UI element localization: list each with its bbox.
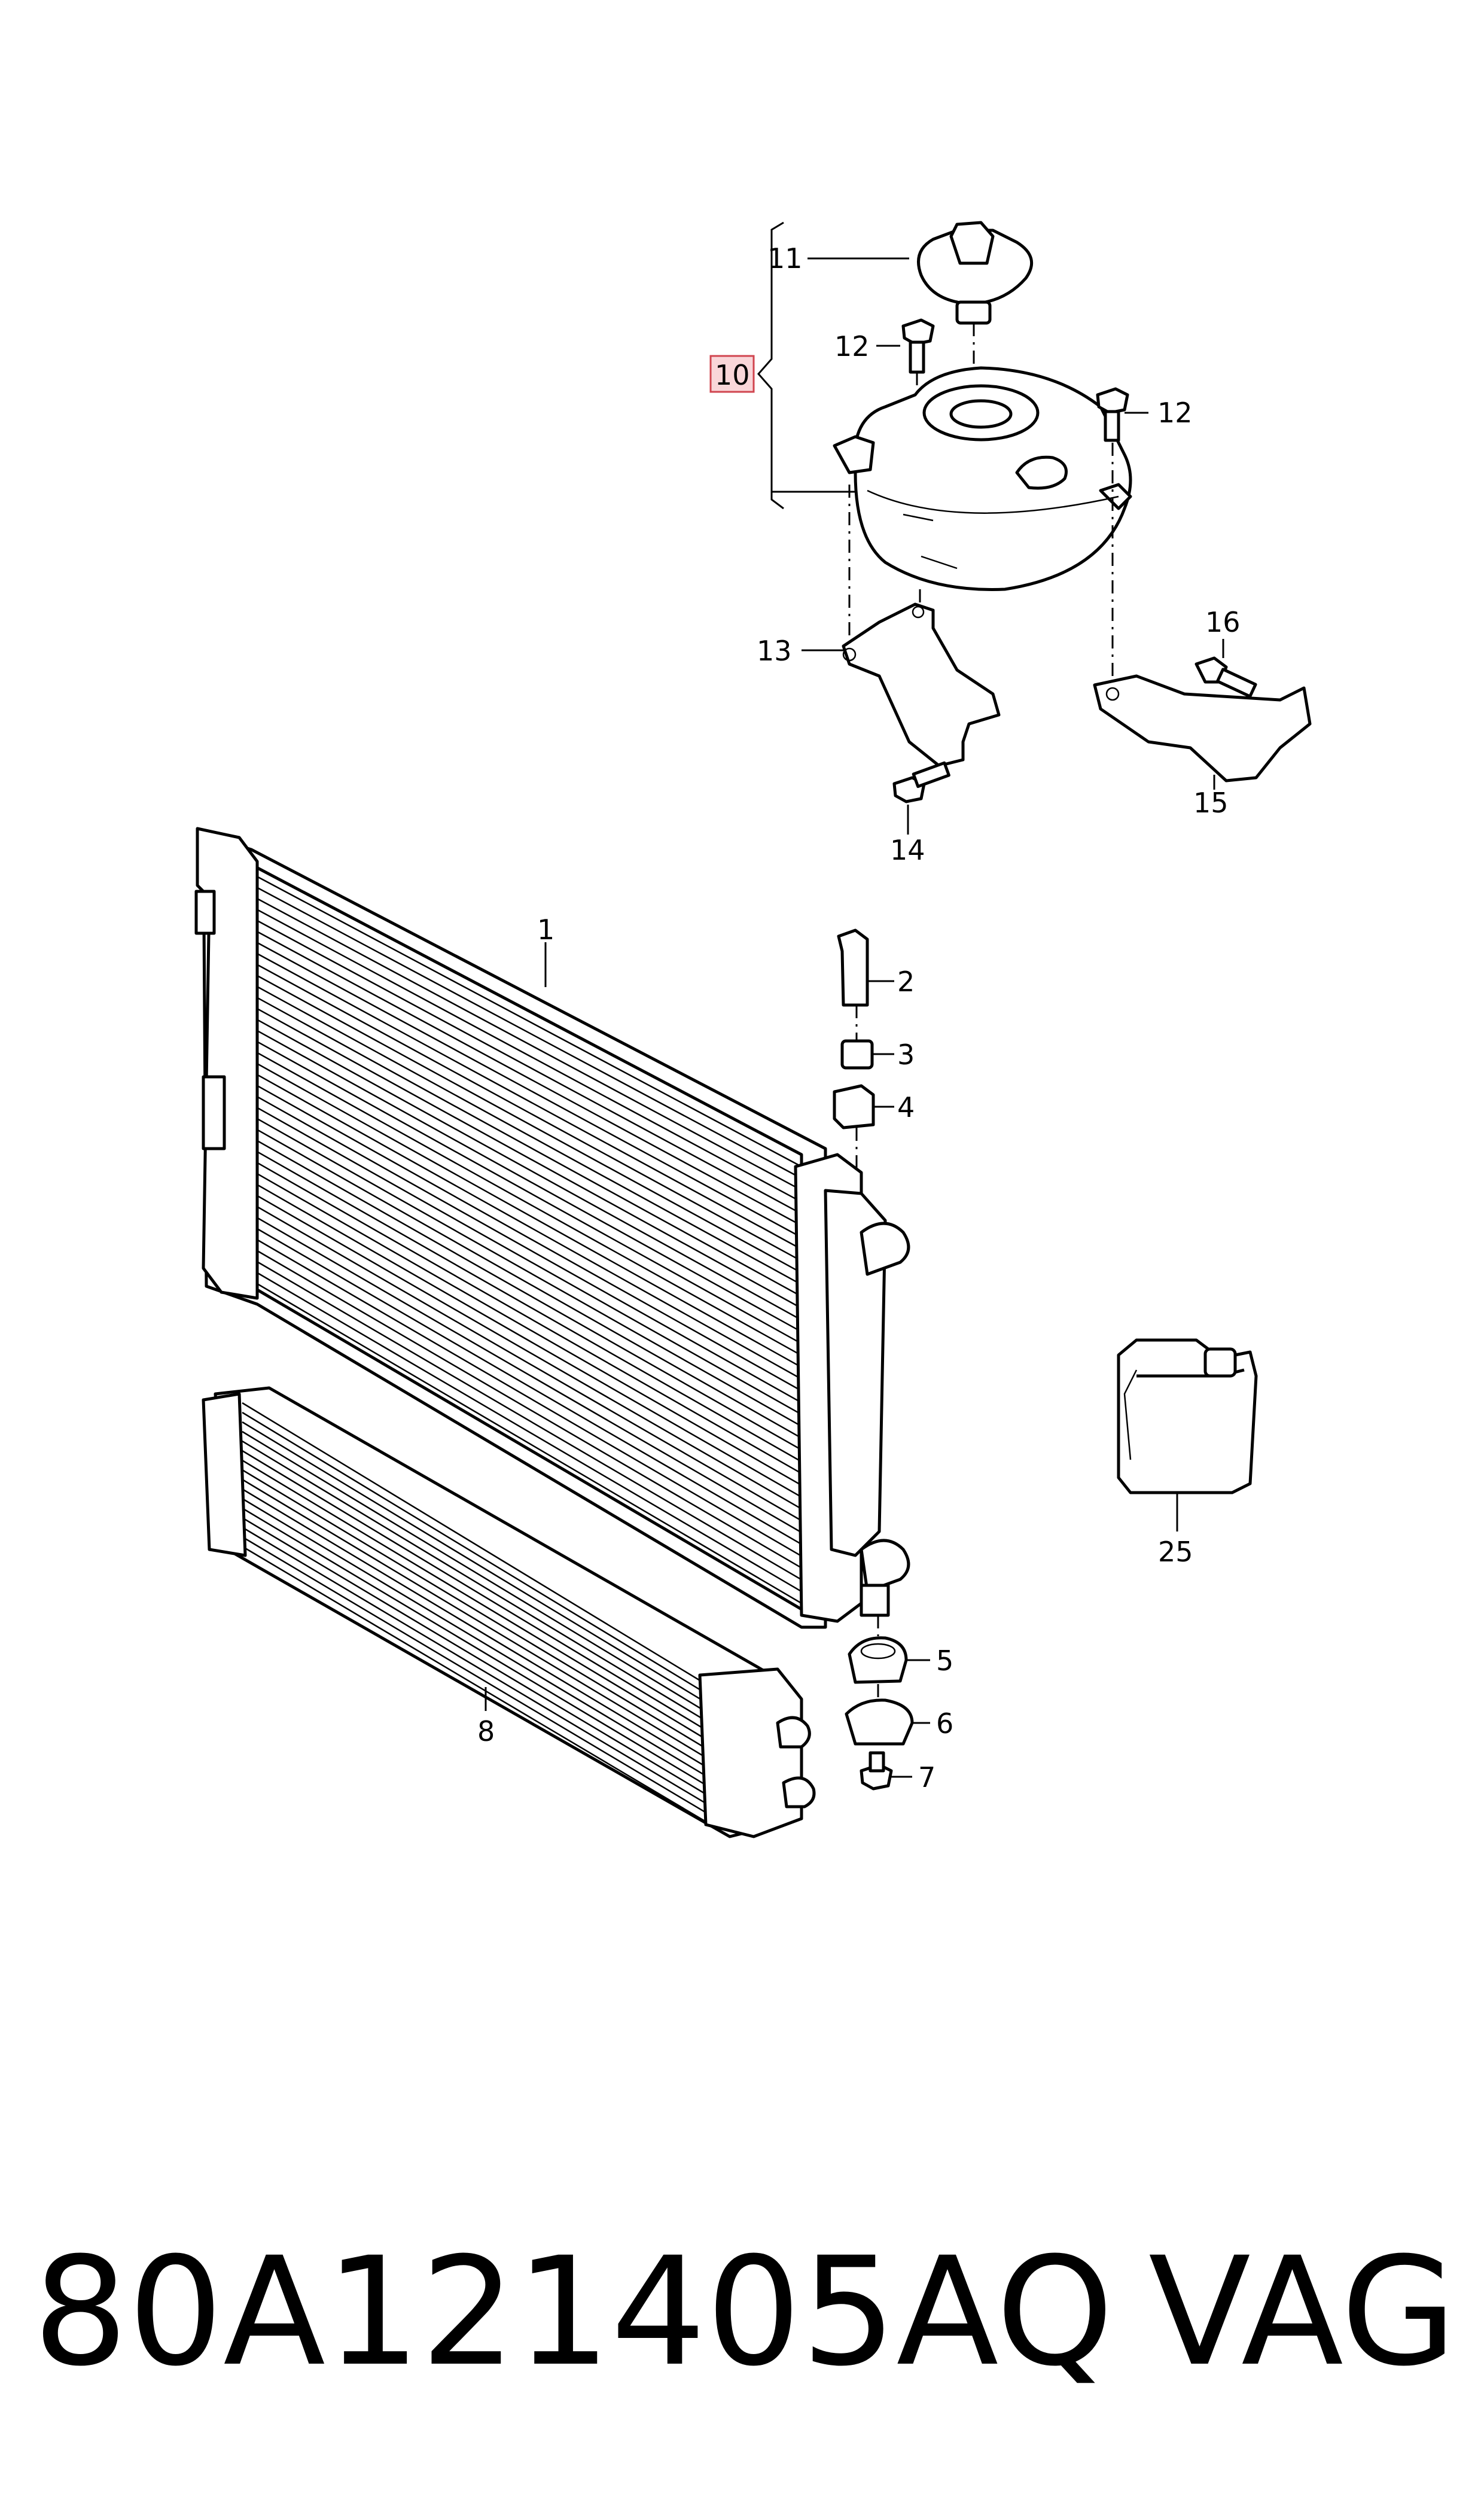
cooler-fin-line	[242, 1430, 706, 1713]
radiator-fin-line	[251, 1191, 802, 1510]
radiator-fin-line	[251, 1246, 802, 1569]
callout-4: 4	[897, 1091, 915, 1123]
radiator-fin-line	[251, 1092, 802, 1403]
brand-name: VAG	[1148, 2225, 1457, 2399]
radiator-fin-line	[251, 1235, 802, 1557]
bolt-12-left	[901, 318, 935, 374]
retainer-2	[837, 928, 869, 1007]
callout-3: 3	[897, 1039, 915, 1071]
radiator	[194, 827, 910, 1629]
radiator-fins	[251, 872, 802, 1604]
callout-5: 5	[936, 1645, 953, 1677]
callout-6: 6	[936, 1707, 953, 1740]
callout-8: 8	[477, 1715, 495, 1747]
radiator-fin-line	[251, 949, 802, 1250]
bolt-16	[1194, 656, 1257, 698]
cooler-fin-line	[242, 1507, 706, 1786]
rubber-mount-4	[833, 1084, 875, 1129]
radiator-fin-line	[251, 872, 802, 1168]
radiator-fin-line	[251, 1158, 802, 1475]
bolt-12-right	[1096, 387, 1129, 442]
charge-air-cooler	[202, 1386, 816, 1838]
radiator-fin-line	[251, 1015, 802, 1321]
radiator-fin-line	[251, 1202, 802, 1521]
radiator-fin-line	[251, 917, 802, 1215]
radiator-fin-line	[251, 1070, 802, 1380]
radiator-fin-line	[251, 1147, 802, 1463]
radiator-fin-line	[251, 1103, 802, 1415]
cooler-fin-line	[242, 1497, 706, 1777]
rubber-mount-3	[840, 1039, 874, 1070]
radiator-fin-line	[251, 906, 802, 1203]
radiator-fin-line	[251, 884, 802, 1179]
callout-2: 2	[897, 966, 915, 998]
callout-11: 11	[767, 242, 803, 275]
radiator-fin-line	[251, 982, 802, 1286]
radiator-fin-line	[251, 972, 802, 1274]
callout-14: 14	[890, 834, 925, 866]
radiator-fin-line	[251, 1180, 802, 1498]
tank-bracket	[842, 602, 1001, 768]
callout-16: 16	[1205, 606, 1241, 638]
callout-13: 13	[757, 635, 792, 667]
cooler-fin-line	[242, 1440, 706, 1722]
radiator-fin-line	[251, 1170, 802, 1486]
radiator-fin-line	[251, 1268, 802, 1593]
callout-1: 1	[537, 914, 554, 946]
callout-12-left: 12	[834, 330, 870, 363]
filler-cap	[917, 221, 1033, 325]
radiator-fin-line	[251, 1115, 802, 1427]
part-number: 80A121405AQ	[33, 2225, 1114, 2399]
radiator-fin-line	[251, 1136, 802, 1451]
radiator-fin-line	[251, 1125, 802, 1439]
cooler-fin-line	[242, 1411, 706, 1694]
radiator-fin-line	[251, 939, 802, 1238]
radiator-fin-line	[251, 1258, 802, 1581]
radiator-fin-line	[251, 1027, 802, 1333]
mount-5	[848, 1636, 908, 1684]
cooler-fin-line	[242, 1450, 706, 1731]
callout-10-highlight	[709, 355, 755, 393]
radiator-fin-line	[251, 994, 802, 1298]
radiator-fin-line	[251, 1225, 802, 1545]
expansion-tank	[833, 366, 1132, 591]
cooler-fin-line	[242, 1526, 706, 1804]
callout-12-right: 12	[1157, 397, 1193, 429]
callout-7: 7	[918, 1761, 936, 1794]
radiator-fin-line	[251, 927, 802, 1226]
radiator-fin-line	[251, 1279, 802, 1604]
tank-group-bracket	[757, 221, 855, 510]
mount-6	[845, 1698, 914, 1746]
callout-10: 10	[715, 359, 750, 391]
radiator-fin-line	[251, 1059, 802, 1368]
cooler-fin-line	[242, 1545, 706, 1823]
radiator-fin-line	[251, 1082, 802, 1392]
cooler-fin-line	[242, 1517, 706, 1795]
radiator-fin-line	[251, 960, 802, 1262]
cooler-fin-line	[242, 1421, 706, 1703]
callout-15: 15	[1193, 787, 1229, 819]
cooler-fin-line	[242, 1488, 706, 1768]
cooler-fin-line	[242, 1469, 706, 1749]
radiator-fin-line	[251, 1048, 802, 1356]
cooler-fins	[242, 1402, 706, 1823]
cooler-fin-line	[242, 1478, 706, 1758]
bolt-14	[892, 761, 950, 803]
cooler-fin-line	[242, 1459, 706, 1740]
cooler-fin-line	[242, 1536, 706, 1813]
bolt-7	[860, 1751, 893, 1791]
radiator-fin-line	[251, 1213, 802, 1533]
support-bracket	[1093, 674, 1312, 783]
radiator-fin-line	[251, 1004, 802, 1309]
cooler-fin-line	[242, 1402, 706, 1685]
radiator-fin-line	[251, 1037, 802, 1345]
callout-25: 25	[1158, 1536, 1193, 1568]
radiator-fin-line	[251, 894, 802, 1191]
parts-diagram: 11 12 10 12 13 16 15 14 1 2 3 4 25 5 6 7…	[194, 221, 1312, 1838]
coolant-bottle	[1117, 1338, 1258, 1494]
